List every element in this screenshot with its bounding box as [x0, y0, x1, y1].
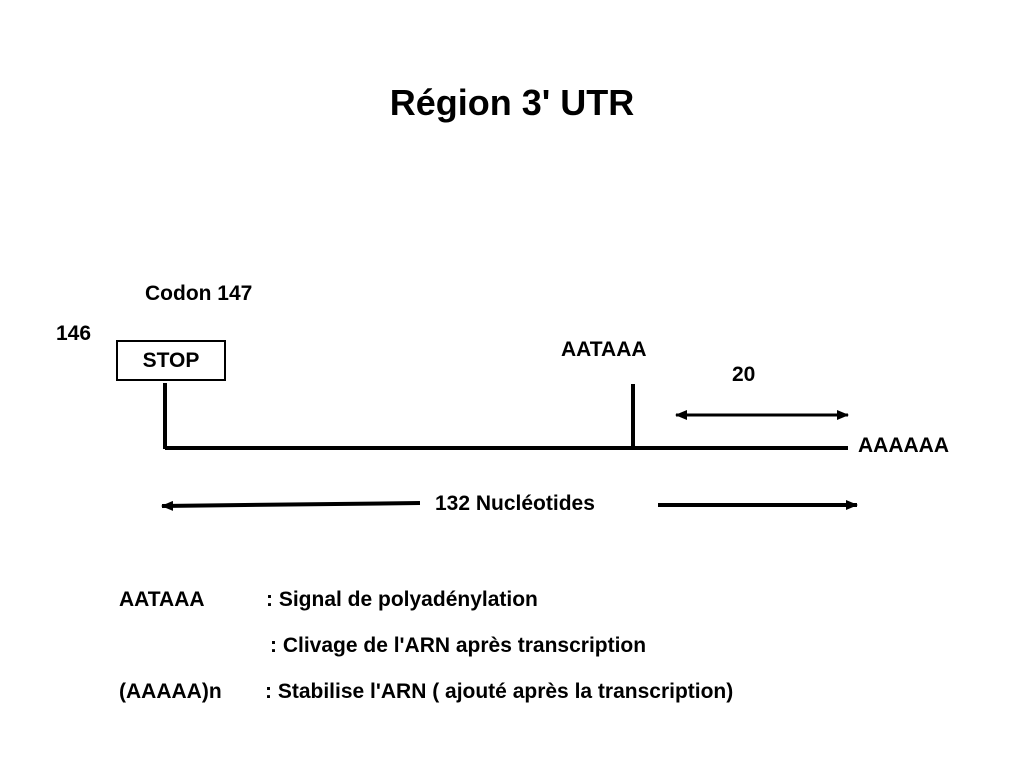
- slide-title: Région 3' UTR: [389, 82, 635, 123]
- legend-term-signal: AATAAA: [119, 588, 205, 611]
- length-label: 132 Nucléotides: [435, 492, 595, 515]
- stop-label: STOP: [142, 348, 200, 372]
- length-arrow-left: [161, 500, 421, 511]
- legend-definition-polya: : Stabilise l'ARN ( ajouté après la tran…: [265, 680, 734, 703]
- position-label: 146: [56, 322, 92, 345]
- distance-label: 20: [732, 363, 756, 386]
- legend-definition-signal: : Signal de polyadénylation: [266, 588, 538, 611]
- codon-label: Codon 147: [145, 282, 253, 305]
- signal-label: AATAAA: [561, 338, 647, 361]
- legend-term-polya: (AAAAA)n: [119, 680, 222, 703]
- polya-label: AAAAAA: [858, 434, 949, 457]
- stop-box: STOP: [116, 340, 226, 381]
- legend-definition-cleavage: : Clivage de l'ARN après transcription: [270, 634, 647, 657]
